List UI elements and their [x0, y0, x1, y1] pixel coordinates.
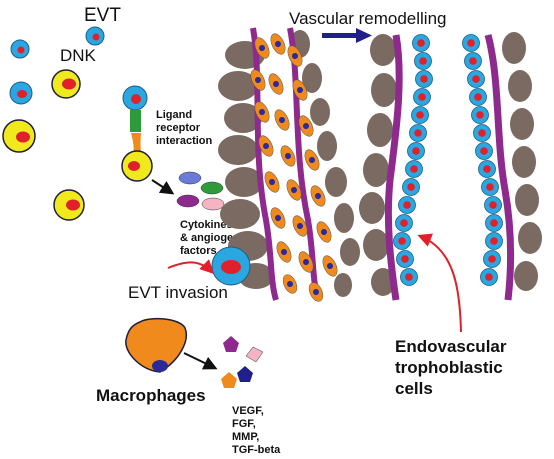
endovascular-trophoblast-cells [393, 34, 503, 286]
ligand-label-line3: interaction [156, 135, 213, 147]
evt-invasion-arrow [167, 259, 214, 274]
dnk-cell-3 [53, 189, 85, 221]
endovascular-pointer-arrow [417, 233, 462, 333]
cytokines-label-line1: Cytokines [180, 219, 233, 231]
evt-cell-left [10, 39, 30, 59]
dnk-label: DNK [60, 46, 97, 65]
dnk-cell-1 [51, 69, 81, 99]
ligand-receptor-interaction [121, 85, 153, 182]
endovascular-label-line2: trophoblastic [395, 358, 503, 377]
macrophage-cell [125, 317, 187, 373]
endovascular-label-line1: Endovascular [395, 337, 507, 356]
cytokines-label-line3: factors [180, 245, 217, 257]
factors-line2: FGF, [232, 418, 256, 430]
evt-cell-top [85, 26, 105, 46]
cytokine-blobs [176, 171, 225, 211]
evt-invasion-label: EVT invasion [128, 283, 228, 302]
evt-label: EVT [84, 5, 121, 26]
factor-shapes [221, 336, 264, 388]
factors-line3: MMP, [232, 431, 259, 443]
evt-cell-invading [211, 246, 251, 286]
arrow-to-factors [183, 352, 218, 370]
stromal-cells-remodelled [359, 32, 542, 296]
remodelling-arrow [322, 28, 372, 43]
ligand-label-line2: receptor [156, 122, 201, 134]
dnk-cell-2 [2, 119, 36, 153]
ligand-label-line1: Ligand [156, 109, 192, 121]
evt-cell-mid [9, 81, 33, 105]
arrow-to-cytokines [151, 179, 175, 195]
factors-line4: TGF-beta [232, 444, 281, 456]
vessel-wall-remodelled [384, 34, 515, 301]
endovascular-label-line3: cells [395, 379, 433, 398]
vascular-remodelling-label: Vascular remodelling [289, 9, 446, 28]
invading-trophoblast-cells [250, 33, 338, 302]
macrophages-label: Macrophages [96, 386, 206, 405]
factors-line1: VEGF, [232, 405, 264, 417]
